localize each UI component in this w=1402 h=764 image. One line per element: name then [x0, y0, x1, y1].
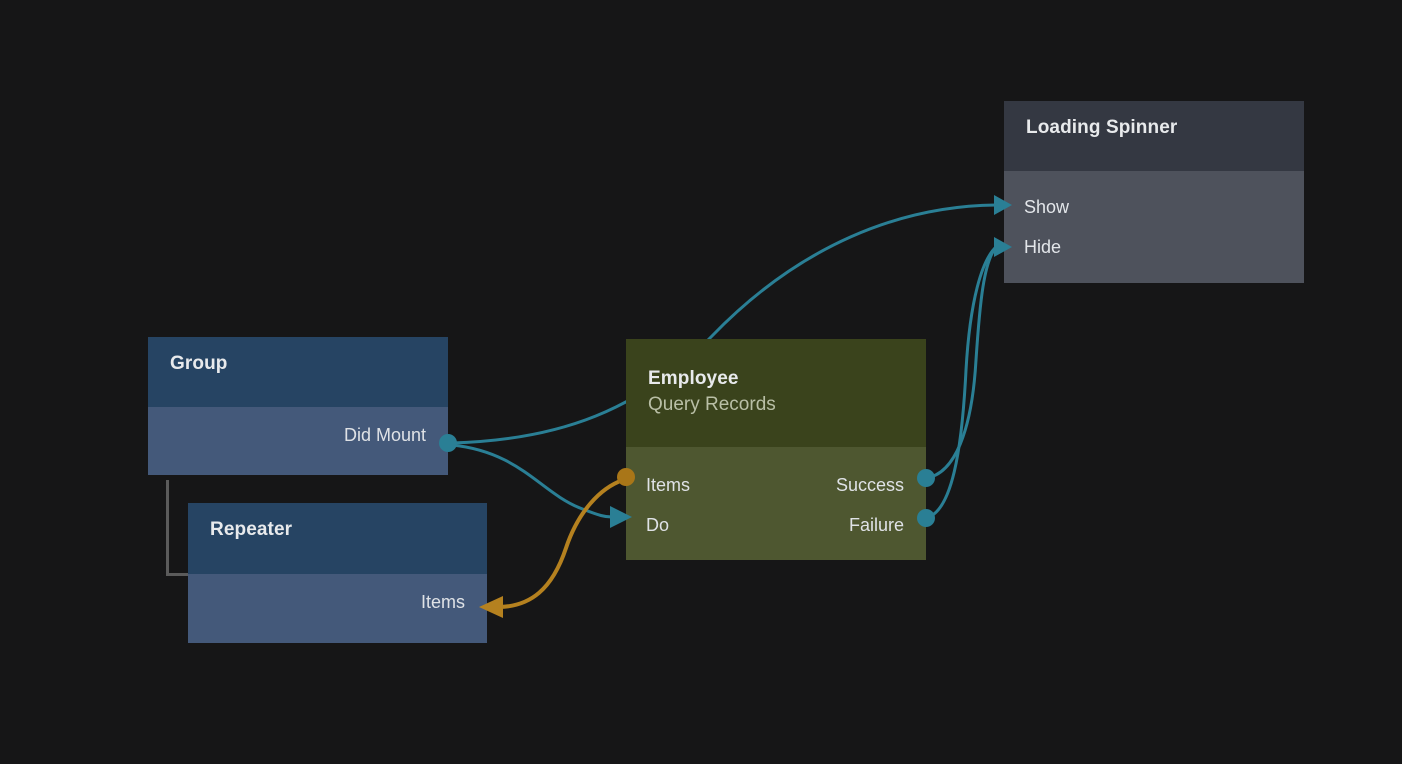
node-repeater-title: Repeater: [210, 519, 293, 540]
node-employee-title: Employee: [648, 368, 739, 389]
tree-connector-line: [166, 480, 191, 576]
port-pair-items-success: Items Success: [626, 465, 926, 505]
port-repeater-items-label: Items: [420, 592, 465, 612]
port-group-did-mount[interactable]: Did Mount: [148, 415, 448, 455]
node-employee[interactable]: Employee Query Records Items Success Do …: [626, 339, 926, 560]
node-group[interactable]: Group Did Mount: [148, 337, 448, 475]
node-repeater-body: Items: [188, 574, 487, 643]
node-repeater[interactable]: Repeater Items: [188, 503, 487, 643]
wire-failure-to-hide: [925, 245, 998, 520]
node-group-body: Did Mount: [148, 407, 448, 475]
node-loading-spinner-body: Show Hide: [1004, 171, 1304, 283]
node-employee-subtitle: Query Records: [648, 394, 776, 415]
port-repeater-items[interactable]: Items: [188, 582, 487, 622]
wire-success-to-hide: [925, 246, 998, 480]
node-loading-spinner-title: Loading Spinner: [1026, 117, 1178, 138]
port-employee-success[interactable]: Success: [763, 465, 926, 505]
wire-items-to-repeater-items: [499, 478, 624, 609]
port-employee-do[interactable]: Do: [626, 505, 759, 545]
port-employee-items-label: Items: [646, 475, 691, 495]
port-employee-success-label: Success: [835, 475, 905, 495]
node-group-header: Group: [148, 337, 448, 407]
port-spinner-hide-label: Hide: [1024, 237, 1062, 257]
node-loading-spinner-header: Loading Spinner: [1004, 101, 1304, 171]
port-spinner-hide[interactable]: Hide: [1004, 227, 1304, 267]
port-employee-failure-label: Failure: [848, 515, 905, 535]
node-employee-body: Items Success Do Failure: [626, 447, 926, 560]
node-repeater-header: Repeater: [188, 503, 487, 574]
node-group-title: Group: [170, 353, 228, 374]
node-loading-spinner[interactable]: Loading Spinner Show Hide: [1004, 101, 1304, 283]
port-pair-do-failure: Do Failure: [626, 505, 926, 545]
node-employee-header: Employee Query Records: [626, 339, 926, 447]
port-employee-failure[interactable]: Failure: [759, 505, 926, 545]
port-employee-items[interactable]: Items: [626, 465, 763, 505]
port-spinner-show-label: Show: [1024, 197, 1070, 217]
port-spinner-show[interactable]: Show: [1004, 187, 1304, 227]
port-group-did-mount-label: Did Mount: [343, 425, 426, 445]
port-employee-do-label: Do: [646, 515, 670, 535]
